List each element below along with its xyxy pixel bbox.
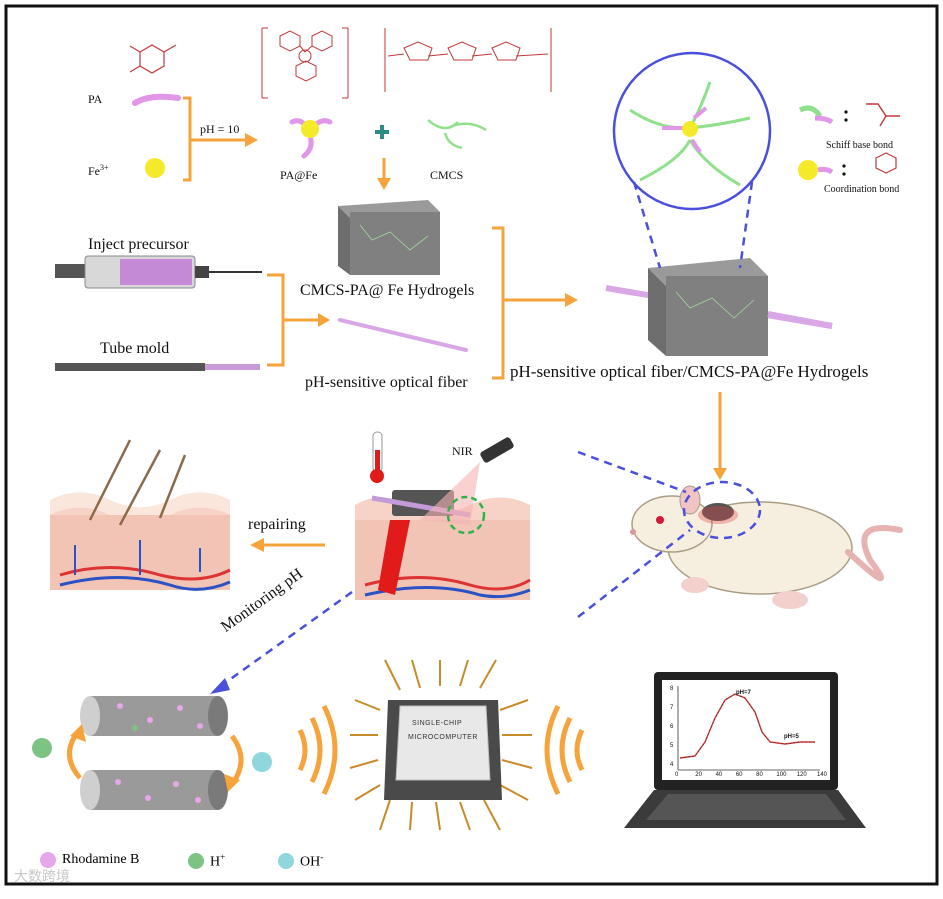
arrow-head-icon	[565, 293, 578, 307]
composite-block	[605, 258, 833, 356]
h-ion-dot-icon	[188, 853, 204, 870]
wound-zoom-ellipse	[682, 480, 762, 540]
fe-label: Fe3+	[88, 163, 109, 178]
zoom-dash-left	[632, 181, 662, 269]
fiber-tube-bottom	[80, 770, 228, 810]
legend-rhodamine: Rhodamine B	[40, 852, 139, 868]
zoom-dash-right	[738, 181, 754, 269]
screen-x-tick: 60	[735, 772, 743, 778]
screen-annotation: pH=7	[736, 690, 751, 696]
pa-label: PA	[88, 92, 103, 106]
plus-icon	[375, 125, 389, 139]
screen-ph-chart	[677, 686, 820, 771]
combine-bracket-2	[492, 226, 505, 380]
screen-y-tick: 7	[670, 705, 674, 711]
cmcs-label: CMCS	[430, 168, 464, 182]
zoom-dash-bottom	[577, 529, 691, 618]
composite-label: pH-sensitive optical fiber/CMCS-PA@Fe Hy…	[510, 362, 869, 381]
screen-y-tick: 5	[670, 743, 674, 749]
coordination-bond-icon	[798, 152, 897, 180]
chip-label-line2: MICROCOMPUTER	[408, 734, 478, 741]
outer-frame	[4, 4, 939, 886]
arrow-head-icon	[713, 468, 727, 480]
cmcs-icon	[427, 119, 487, 150]
screen-x-tick: 120	[796, 772, 807, 778]
wound-skin-illustration	[355, 490, 531, 600]
legend-h-label: H+	[210, 852, 226, 870]
arrow-head-icon	[70, 724, 86, 742]
arrow-head-icon	[250, 538, 264, 552]
legend-oh-ion: OH-	[278, 852, 323, 871]
mold-bracket	[267, 273, 285, 367]
nir-laser-icon	[420, 437, 514, 525]
arrow-head-icon	[224, 774, 240, 792]
hydrogels-label: CMCS-PA@ Fe Hydrogels	[300, 282, 475, 299]
tube-mold-icon	[55, 363, 260, 371]
arrow-head-icon	[318, 313, 330, 327]
oh-ion-icon	[252, 752, 272, 772]
pa-structure	[129, 44, 177, 74]
screen-x-tick: 80	[756, 772, 763, 778]
signal-waves-left	[297, 704, 338, 796]
legend-oh-label: OH-	[300, 852, 324, 870]
healed-skin-illustration	[50, 439, 231, 591]
pafe-label: PA@Fe	[280, 168, 318, 182]
optical-fiber-label: pH-sensitive optical fiber	[305, 374, 468, 391]
pafe-icon	[289, 118, 333, 159]
laptop-icon	[624, 672, 866, 828]
nir-label: NIR	[452, 444, 473, 458]
screen-x-tick: 140	[817, 772, 828, 778]
schiff-bond-icon	[798, 103, 900, 127]
screen-y-tick: 8	[670, 686, 674, 692]
coordination-bond-label: Coordination bond	[824, 184, 900, 195]
h-ion-icon	[32, 738, 52, 758]
crosslink-network-icon	[629, 81, 751, 187]
schiff-bond-label: Schiff base bond	[826, 140, 894, 151]
screen-x-tick: 40	[715, 772, 723, 778]
optical-fiber-icon	[338, 318, 468, 352]
legend-h-ion: H+	[188, 852, 225, 871]
thermometer-icon	[370, 431, 384, 483]
sensor-zoom-circle	[446, 495, 486, 535]
cycle-arrow-right	[229, 734, 244, 786]
chip-label-line1: SINGLE-CHIP	[412, 720, 463, 727]
pafe-complex-structure	[261, 27, 349, 99]
microcomputer-chip-icon	[349, 659, 533, 831]
pa-molecule-icon	[132, 93, 181, 106]
rat-illustration	[630, 485, 903, 609]
fe-ion-icon	[145, 158, 165, 178]
oh-ion-dot-icon	[278, 853, 294, 870]
screen-y-tick: 6	[670, 724, 674, 730]
screen-annotation: pH=5	[784, 734, 799, 740]
arrow-head-icon	[210, 678, 230, 694]
screen-x-tick: 20	[695, 772, 702, 778]
inject-precursor-label: Inject precursor	[88, 236, 189, 253]
rhodamine-dot-icon	[40, 852, 56, 868]
arrow-head-icon	[377, 178, 391, 190]
syringe-icon	[55, 255, 262, 289]
cmcs-structure	[384, 28, 552, 92]
legend-rhodamine-label: Rhodamine B	[62, 852, 140, 867]
hydrogel-block	[338, 200, 440, 275]
screen-y-tick: 4	[670, 762, 674, 768]
screen-x-tick: 100	[776, 772, 787, 778]
fiber-tube-top	[80, 696, 228, 736]
screen-x-tick: 0	[675, 772, 679, 778]
tube-mold-label: Tube mold	[100, 340, 170, 357]
ph10-label: pH = 10	[200, 122, 240, 136]
signal-waves-right	[544, 704, 585, 796]
combine-bracket	[183, 96, 192, 182]
arrow-head-icon	[245, 133, 258, 147]
zoom-dash-top	[577, 450, 687, 494]
repairing-label: repairing	[248, 516, 306, 533]
watermark-logo: 大数跨境	[14, 869, 70, 885]
